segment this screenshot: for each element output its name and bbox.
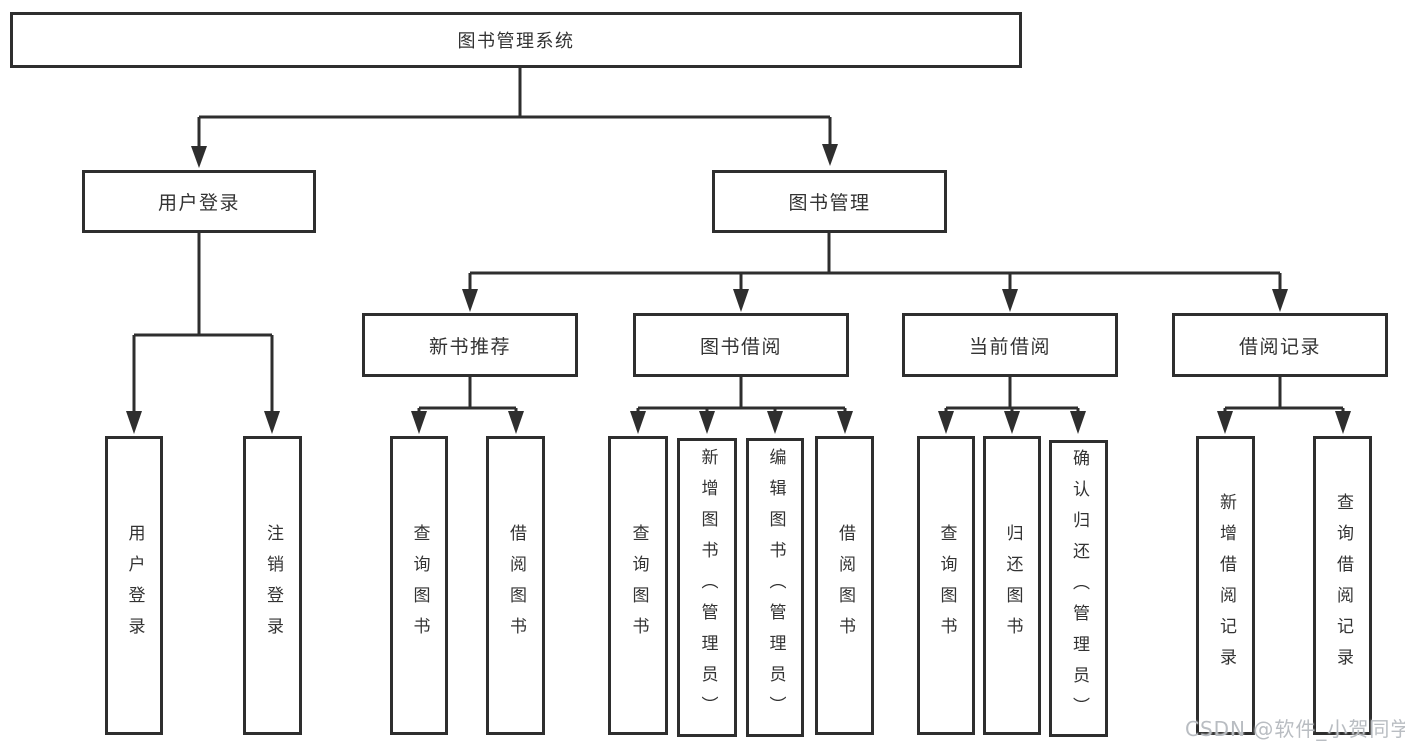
leaf-borrow-edit-admin-label: 编辑图书（管理员） (765, 448, 786, 727)
leaf-new-books-query-label: 查询图书 (409, 523, 430, 648)
leaf-new-books-query: 查询图书 (390, 436, 448, 735)
leaf-borrow-borrow: 借阅图书 (815, 436, 874, 735)
leaf-borrow-add-admin: 新增图书（管理员） (677, 438, 737, 737)
node-user-login: 用户登录 (82, 170, 316, 233)
leaf-borrow-borrow-label: 借阅图书 (835, 523, 855, 648)
leaf-current-return: 归还图书 (983, 436, 1041, 735)
node-book-borrow-label: 图书借阅 (699, 335, 782, 358)
node-new-books: 新书推荐 (362, 313, 578, 377)
node-root: 图书管理系统 (10, 12, 1022, 68)
leaf-records-add: 新增借阅记录 (1196, 436, 1255, 735)
node-book-management: 图书管理 (712, 170, 947, 233)
leaf-records-add-label: 新增借阅记录 (1216, 492, 1236, 679)
node-root-label: 图书管理系统 (457, 31, 575, 52)
leaf-borrow-query-label: 查询图书 (628, 523, 649, 648)
leaf-current-return-label: 归还图书 (1002, 523, 1023, 648)
leaf-current-confirm-admin: 确认归还（管理员） (1049, 440, 1108, 737)
leaf-logout: 注销登录 (243, 436, 302, 735)
node-book-borrow: 图书借阅 (633, 313, 849, 377)
node-borrow-records-label: 借阅记录 (1238, 335, 1321, 358)
node-new-books-label: 新书推荐 (428, 335, 511, 358)
leaf-current-query: 查询图书 (917, 436, 975, 735)
arrowheads (126, 144, 1351, 434)
leaf-borrow-add-admin-label: 新增图书（管理员） (697, 448, 718, 727)
leaf-new-books-borrow-label: 借阅图书 (506, 523, 526, 648)
node-book-management-label: 图书管理 (788, 192, 871, 214)
leaf-current-confirm-admin-label: 确认归还（管理员） (1069, 449, 1089, 728)
leaf-logout-label: 注销登录 (263, 523, 283, 648)
leaf-new-books-borrow: 借阅图书 (486, 436, 545, 735)
leaf-records-query-label: 查询借阅记录 (1333, 492, 1353, 679)
leaf-current-query-label: 查询图书 (936, 523, 957, 648)
node-current-borrow: 当前借阅 (902, 313, 1118, 377)
node-user-login-label: 用户登录 (157, 192, 240, 214)
watermark: CSDN @软件_小贺同学 (1185, 717, 1405, 741)
leaf-user-login: 用户登录 (105, 436, 163, 735)
leaf-borrow-edit-admin: 编辑图书（管理员） (746, 438, 804, 737)
node-current-borrow-label: 当前借阅 (968, 335, 1051, 358)
leaf-records-query: 查询借阅记录 (1313, 436, 1372, 735)
leaf-user-login-label: 用户登录 (124, 523, 145, 648)
leaf-borrow-query: 查询图书 (608, 436, 668, 735)
node-borrow-records: 借阅记录 (1172, 313, 1388, 377)
